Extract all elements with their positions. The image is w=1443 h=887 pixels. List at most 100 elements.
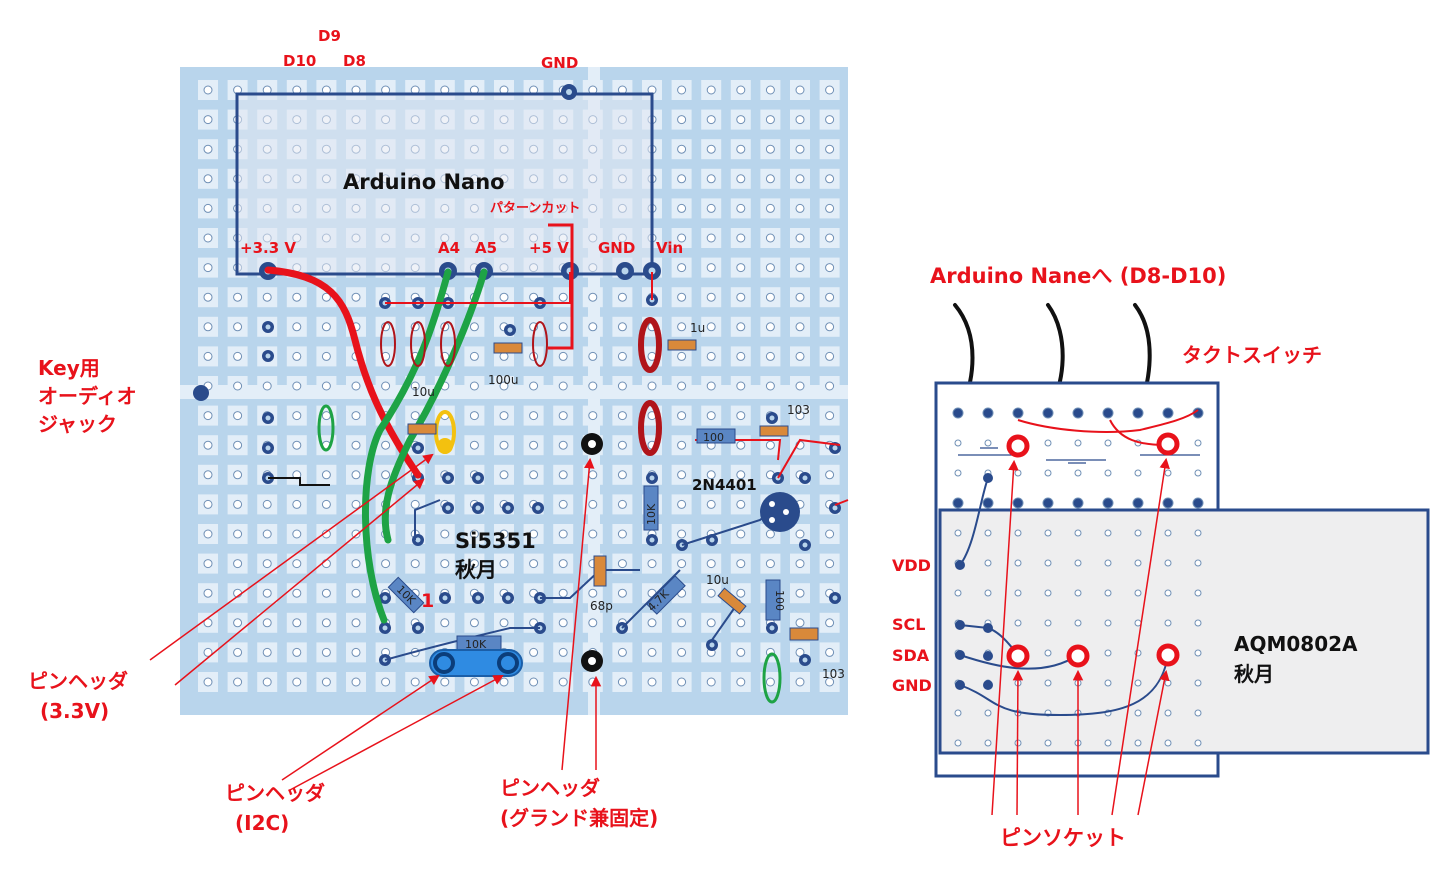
arduino-nano-title: Arduino Nano — [343, 170, 505, 194]
board-hole — [825, 559, 835, 569]
soldered-pad-center — [505, 505, 511, 511]
board-hole — [765, 559, 775, 569]
board-hole — [233, 559, 243, 569]
board-hole — [677, 115, 687, 125]
resistor-47k — [646, 575, 686, 615]
board-hole — [795, 115, 805, 125]
pin-label-a5: A5 — [475, 239, 497, 257]
cap-outline-1 — [380, 321, 396, 367]
soldered-pad-center — [649, 475, 655, 481]
socket-switch-2 — [1156, 432, 1180, 456]
board-hole — [529, 677, 539, 687]
board-hole — [558, 470, 568, 480]
board-hole — [617, 351, 627, 361]
board-hole — [825, 115, 835, 125]
soldered-pad-center — [382, 625, 388, 631]
gnd-header-pin-2-hole — [588, 657, 596, 665]
board-hole — [203, 411, 213, 421]
board-hole — [203, 618, 213, 628]
board-hole — [558, 322, 568, 332]
key-jack-line-2: オーディオ — [38, 384, 137, 408]
nano-pin-pad-center — [621, 267, 629, 275]
right-board-hole — [982, 407, 994, 419]
soldered-pad-center — [649, 537, 655, 543]
board-hole — [736, 115, 746, 125]
right-board-hole — [1192, 497, 1204, 509]
board-hole — [765, 203, 775, 213]
right-board — [934, 381, 1430, 778]
board-hole — [203, 470, 213, 480]
board-hole — [825, 618, 835, 628]
right-board-hole — [1164, 559, 1172, 567]
header-33v-line-2: (3.3V) — [40, 699, 109, 723]
board-hole — [677, 529, 687, 539]
cap-1u-red — [638, 317, 662, 373]
label-d8: D8 — [343, 52, 366, 70]
cap-103-top-body — [759, 425, 789, 437]
board-hole — [233, 292, 243, 302]
wire-a4-green — [361, 268, 452, 624]
board-hole — [381, 677, 391, 687]
board-hole — [321, 499, 331, 509]
cap-green-key — [317, 404, 335, 452]
board-hole — [233, 470, 243, 480]
left-perfboard — [180, 67, 848, 715]
board-hole — [440, 559, 450, 569]
board-hole — [469, 440, 479, 450]
right-arrows — [991, 457, 1170, 816]
board-hole — [558, 351, 568, 361]
board-hole — [706, 115, 716, 125]
soldered-pad-center — [442, 595, 448, 601]
board-hole — [381, 440, 391, 450]
board-hole — [706, 559, 716, 569]
right-board-hole — [952, 407, 964, 419]
right-board-holes — [952, 407, 1204, 747]
board-hole — [765, 351, 775, 361]
socket-scl — [1006, 644, 1030, 668]
board-hole — [203, 647, 213, 657]
label-r-100-top: 100 — [703, 431, 724, 444]
board-hole — [558, 499, 568, 509]
board-hole — [795, 263, 805, 273]
board-hole — [736, 588, 746, 598]
header-i2c-line-2: (I2C) — [235, 811, 289, 835]
soldered-pad-center — [507, 327, 513, 333]
board-hole — [292, 529, 302, 539]
board-hole — [825, 411, 835, 421]
board-hole — [617, 292, 627, 302]
board-hole — [736, 559, 746, 569]
right-board-hole — [1014, 589, 1022, 597]
board-hole — [203, 233, 213, 243]
soldered-pad-center — [475, 475, 481, 481]
board-hole — [736, 233, 746, 243]
right-board-hole — [1162, 407, 1174, 419]
right-board-hole — [984, 439, 992, 447]
header-i2c-body — [429, 649, 523, 677]
board-hole — [351, 677, 361, 687]
right-board-hole — [1134, 469, 1142, 477]
board-hole — [677, 381, 687, 391]
right-board-hole — [1014, 559, 1022, 567]
right-board-hole — [1044, 739, 1052, 747]
cap-1u-body — [667, 339, 697, 351]
board-hole — [292, 381, 302, 391]
board-hole — [795, 174, 805, 184]
pin-gnd-label: GND — [892, 676, 932, 695]
right-board-hole — [984, 589, 992, 597]
right-board-hole — [1164, 589, 1172, 597]
cap-lower-red — [638, 400, 662, 456]
board-hole — [677, 470, 687, 480]
right-board-hole — [1074, 559, 1082, 567]
board-hole — [825, 677, 835, 687]
board-hole — [558, 381, 568, 391]
board-hole — [736, 203, 746, 213]
board-hole — [203, 440, 213, 450]
board-hole — [321, 381, 331, 391]
transistor-pin-2 — [783, 509, 789, 515]
board-hole — [736, 144, 746, 154]
label-c-100u: 100u — [488, 373, 519, 387]
right-board-hole — [1134, 559, 1142, 567]
lcd-sub-label: 秋月 — [1234, 662, 1274, 686]
board-hole — [677, 440, 687, 450]
left-arrows — [149, 453, 602, 791]
